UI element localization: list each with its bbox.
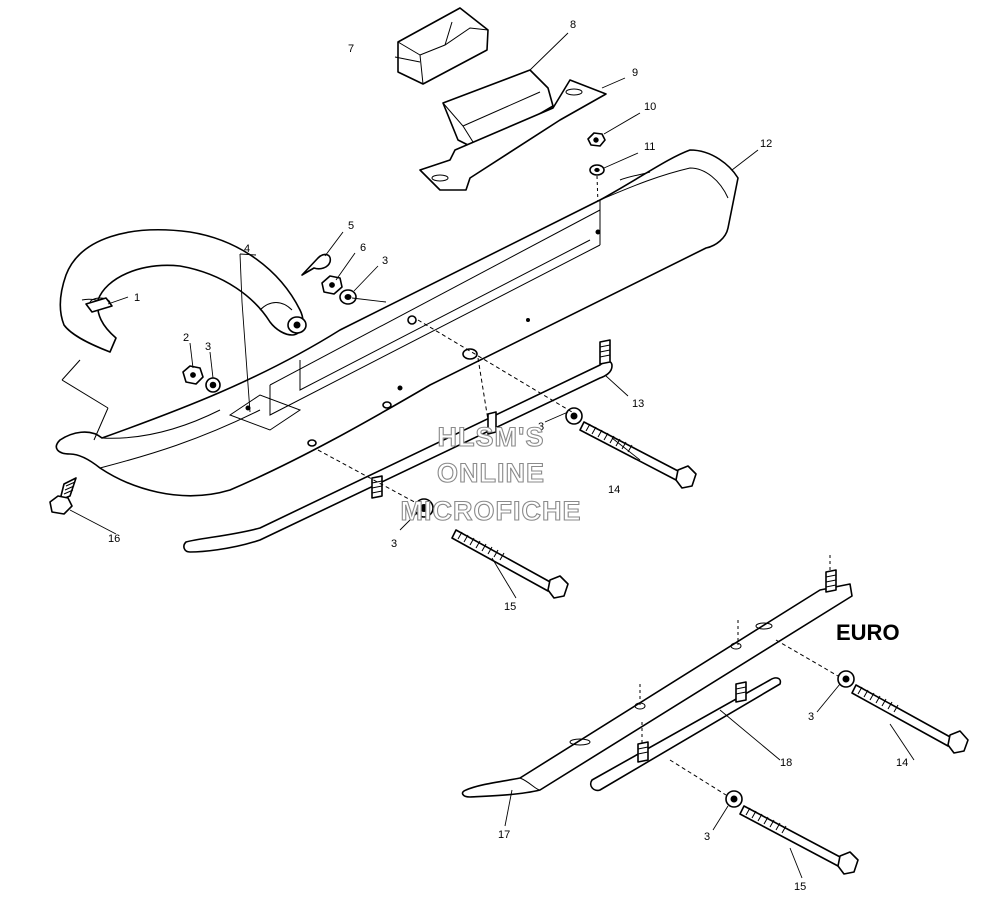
part-18-euro-wear-bar bbox=[589, 677, 782, 792]
callout-12: 12 bbox=[760, 138, 772, 150]
callout-3-upper: 3 bbox=[382, 255, 388, 267]
callout-5: 5 bbox=[348, 220, 354, 232]
callout-2: 2 bbox=[183, 332, 189, 344]
callout-9: 9 bbox=[632, 67, 638, 79]
part-12-ski-body bbox=[55, 149, 739, 497]
part-3-washer-mid bbox=[565, 407, 583, 425]
watermark-line-1: HLSM'S bbox=[438, 422, 545, 452]
callout-4: 4 bbox=[244, 243, 250, 255]
callout-3-euro-lower: 3 bbox=[704, 831, 710, 843]
part-3-washer-front bbox=[205, 377, 221, 393]
part-11-washer bbox=[589, 164, 605, 176]
callout-17: 17 bbox=[498, 829, 510, 841]
callout-18: 18 bbox=[780, 757, 792, 769]
callout-15-euro: 15 bbox=[794, 881, 806, 893]
part-14-bolt bbox=[579, 421, 697, 489]
callout-11: 11 bbox=[644, 141, 655, 153]
callout-14-euro: 14 bbox=[896, 757, 908, 769]
callout-7: 7 bbox=[348, 43, 354, 55]
part-3-washer-euro-lower bbox=[725, 790, 743, 808]
part-9-mount-plate bbox=[419, 79, 607, 191]
part-17-euro-skag-rail bbox=[461, 569, 853, 798]
part-7-cushion bbox=[397, 7, 489, 85]
callout-1: 1 bbox=[134, 292, 140, 304]
part-2-nut bbox=[182, 365, 204, 385]
callout-3-mid: 3 bbox=[538, 421, 544, 433]
callout-labels: 1 2 3 3 3 3 3 4 5 6 7 8 9 10 11 12 13 14… bbox=[108, 19, 908, 893]
callout-13: 13 bbox=[632, 398, 644, 410]
part-5-cotter-pin bbox=[301, 253, 332, 276]
callout-3-lower: 3 bbox=[391, 538, 397, 550]
callout-14: 14 bbox=[608, 484, 620, 496]
callout-3-front: 3 bbox=[205, 341, 211, 353]
part-4-ski-handle bbox=[59, 229, 307, 353]
leader-lines bbox=[69, 32, 915, 879]
watermark: HLSM'S ONLINE MICROFICHE bbox=[400, 421, 582, 526]
watermark-line-3: MICROFICHE bbox=[401, 496, 582, 526]
part-15-bolt-euro bbox=[739, 805, 859, 875]
callout-10: 10 bbox=[644, 101, 656, 113]
callout-16: 16 bbox=[108, 533, 120, 545]
part-1-bracket bbox=[85, 297, 113, 313]
part-15-bolt bbox=[451, 529, 569, 599]
part-3-washer-euro-upper bbox=[837, 670, 855, 688]
callout-6: 6 bbox=[360, 242, 366, 254]
part-16-bolt bbox=[49, 477, 77, 515]
callout-3-euro-upper: 3 bbox=[808, 711, 814, 723]
callout-15: 15 bbox=[504, 601, 516, 613]
euro-variant-label: EURO bbox=[836, 620, 900, 645]
watermark-line-2: ONLINE bbox=[437, 458, 545, 488]
part-10-nut bbox=[587, 132, 606, 147]
part-6-castle-nut bbox=[321, 275, 343, 295]
part-14-bolt-euro bbox=[851, 684, 969, 754]
assembly-lines bbox=[61, 319, 839, 796]
part-3-washer-upper bbox=[339, 289, 357, 305]
part-13-wear-bar bbox=[183, 339, 613, 553]
part-3-washer-lower bbox=[414, 498, 434, 518]
callout-8: 8 bbox=[570, 19, 576, 31]
